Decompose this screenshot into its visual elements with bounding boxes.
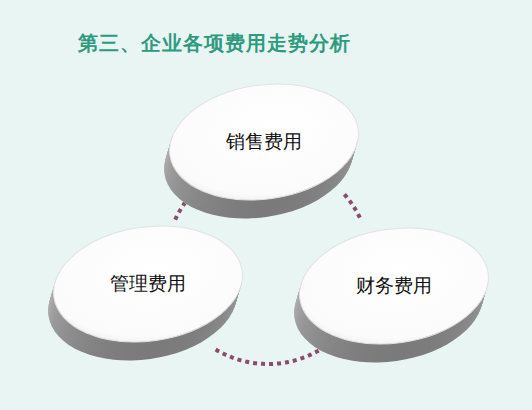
node-label: 管理费用 — [110, 271, 186, 297]
dotted-connector — [214, 348, 319, 364]
disc-node: 财务费用 — [290, 224, 500, 374]
disc-shape — [290, 224, 500, 374]
disc-shape — [160, 80, 370, 230]
node-label: 财务费用 — [356, 273, 432, 299]
disc-shape — [44, 222, 254, 372]
dotted-connector — [175, 203, 185, 220]
slide-title: 第三、企业各项费用走势分析 — [78, 30, 351, 57]
disc-node: 销售费用 — [160, 80, 370, 230]
disc-node: 管理费用 — [44, 222, 254, 372]
node-label: 销售费用 — [226, 129, 302, 155]
dotted-connector — [344, 194, 361, 221]
